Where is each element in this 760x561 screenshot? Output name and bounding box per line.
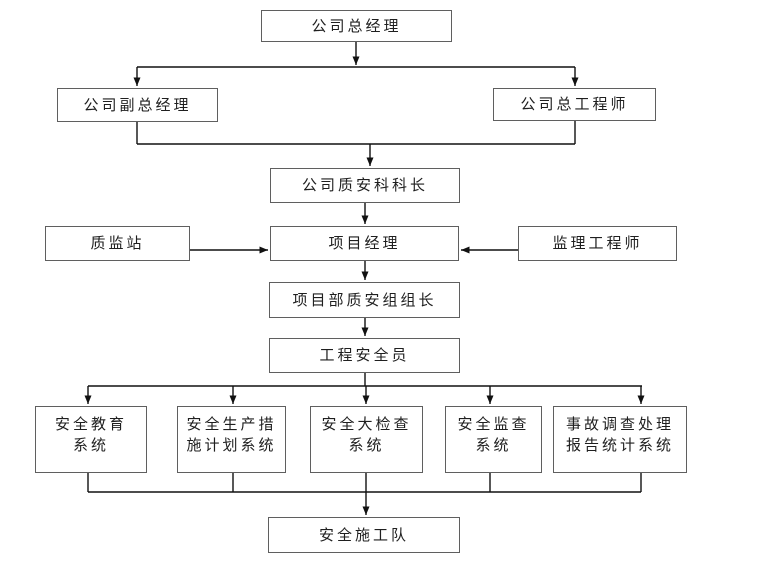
node-sys-safety-inspection: 安全大检查 系统 [310, 406, 423, 473]
node-project-qa-group-leader: 项目部质安组组长 [269, 282, 460, 318]
node-general-manager: 公司总经理 [261, 10, 452, 42]
node-sys-safety-supervision: 安全监查 系统 [445, 406, 542, 473]
node-project-manager: 项目经理 [270, 226, 459, 261]
node-safety-construction-team: 安全施工队 [268, 517, 460, 553]
node-engineering-safety-officer: 工程安全员 [269, 338, 460, 373]
node-sys-production-measures-plan: 安全生产措 施计划系统 [177, 406, 286, 473]
node-chief-engineer: 公司总工程师 [493, 88, 656, 121]
node-supervision-engineer: 监理工程师 [518, 226, 677, 261]
node-sys-safety-education: 安全教育 系统 [35, 406, 147, 473]
node-quality-supervision-station: 质监站 [45, 226, 190, 261]
node-sys-accident-report-stats: 事故调查处理 报告统计系统 [553, 406, 687, 473]
node-qa-section-chief: 公司质安科科长 [270, 168, 460, 203]
node-vice-general-manager: 公司副总经理 [57, 88, 218, 122]
